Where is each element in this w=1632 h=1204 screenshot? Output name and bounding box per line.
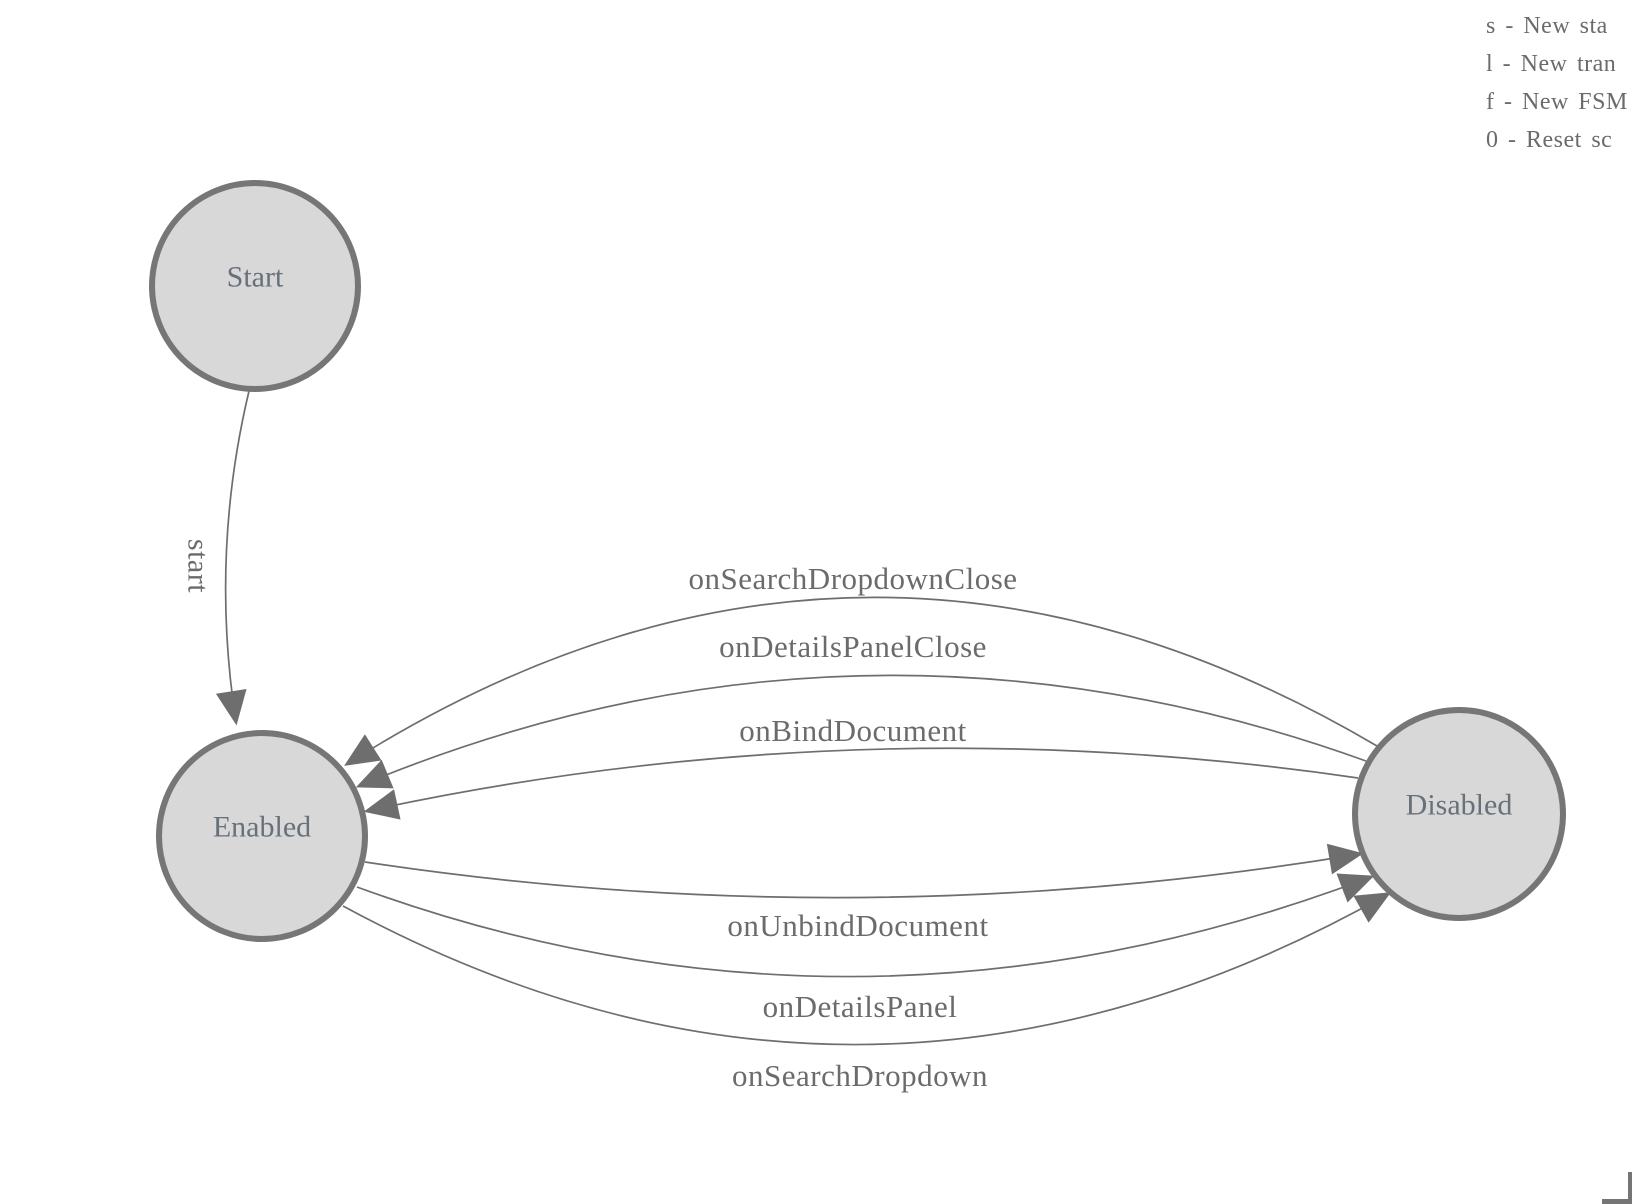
disabled-state-node[interactable] xyxy=(1352,707,1566,921)
shortcuts-legend: s - New sta l - New tran f - New FSM 0 -… xyxy=(1486,7,1628,159)
legend-line-new-fsm: f - New FSM xyxy=(1486,89,1628,115)
edge-disabled-to-enabled-3[interactable] xyxy=(363,747,1359,820)
edge-disabled-to-enabled-2[interactable] xyxy=(355,674,1367,789)
legend-line-new-state: s - New sta xyxy=(1486,13,1608,39)
edge-label-ondetailspanel: onDetailsPanel xyxy=(763,989,958,1024)
edge-label-onunbinddocument: onUnbindDocument xyxy=(727,908,988,943)
disabled-state-label: Disabled xyxy=(1406,789,1513,822)
edge-label-onsearchdropdown: onSearchDropdown xyxy=(732,1058,988,1093)
edge-enabled-to-disabled-3[interactable] xyxy=(342,892,1392,1046)
edge-label-ondetailspanelclose: onDetailsPanelClose xyxy=(719,629,987,664)
edge-start-to-enabled[interactable] xyxy=(215,390,250,726)
enabled-state-label: Enabled xyxy=(213,811,311,844)
start-state-node[interactable] xyxy=(149,180,361,392)
enabled-state-node[interactable] xyxy=(156,730,368,942)
legend-line-reset: 0 - Reset sc xyxy=(1486,127,1613,153)
edge-enabled-to-disabled-1[interactable] xyxy=(364,843,1364,899)
edge-label-start: start xyxy=(182,539,215,593)
canvas-corner-mark xyxy=(1602,1172,1632,1204)
edge-label-onsearchdropdownclose: onSearchDropdownClose xyxy=(688,561,1017,596)
edge-enabled-to-disabled-2[interactable] xyxy=(356,873,1375,978)
edge-disabled-to-enabled-1[interactable] xyxy=(344,596,1378,766)
legend-line-new-transition: l - New tran xyxy=(1486,51,1617,77)
start-state-label: Start xyxy=(227,261,284,294)
edge-label-onbinddocument: onBindDocument xyxy=(739,713,966,748)
